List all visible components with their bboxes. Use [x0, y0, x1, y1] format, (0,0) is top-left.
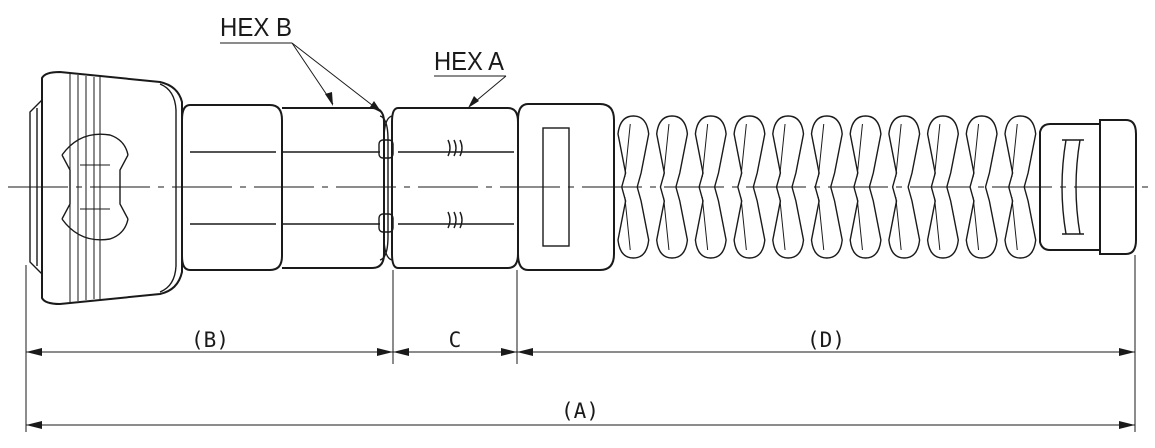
hose-rib-inner: [817, 123, 825, 251]
hose-rib: [733, 115, 766, 259]
hose-rib-inner: [972, 123, 980, 251]
hose-rib: [849, 115, 882, 259]
hose-rib: [772, 115, 805, 259]
extension-lines: [25, 255, 1136, 432]
hose-rib: [655, 115, 689, 259]
coupling-nut: [29, 70, 183, 306]
hose-rib: [1004, 115, 1037, 259]
hose-rib-inner: [779, 123, 786, 251]
corrugated-hose: [617, 115, 1037, 259]
hex-a-callout: HEX A: [434, 46, 507, 108]
hose-rib-inner: [933, 123, 941, 251]
hex-b-label: HEX B: [220, 12, 292, 42]
dimension-lines: [26, 348, 1135, 429]
hose-rib: [926, 115, 960, 259]
hose-rib-inner: [740, 123, 747, 251]
hose-rib-inner: [624, 123, 631, 251]
dimension-d-label: (D): [807, 328, 845, 352]
hex-a-label: HEX A: [434, 46, 505, 76]
hose-rib: [965, 115, 998, 259]
hose-rib: [694, 115, 727, 259]
hose-rib-inner: [1011, 123, 1018, 251]
hose-rib-inner: [895, 123, 902, 251]
hose-rib: [810, 115, 843, 259]
hose-collar: [517, 103, 615, 271]
dimension-c-label: C: [449, 328, 462, 352]
hose-rib-inner: [663, 123, 670, 251]
hose-rib-inner: [856, 123, 863, 251]
dimension-a-label: (A): [561, 399, 599, 423]
hose-rib-inner: [701, 123, 709, 251]
hex-b-callout: HEX B: [220, 12, 382, 113]
dimension-b-label: (B): [191, 328, 229, 352]
end-fitting: [1039, 119, 1137, 255]
hose-rib: [617, 115, 650, 259]
hex-a-body: [391, 107, 519, 269]
hose-rib: [888, 115, 921, 259]
